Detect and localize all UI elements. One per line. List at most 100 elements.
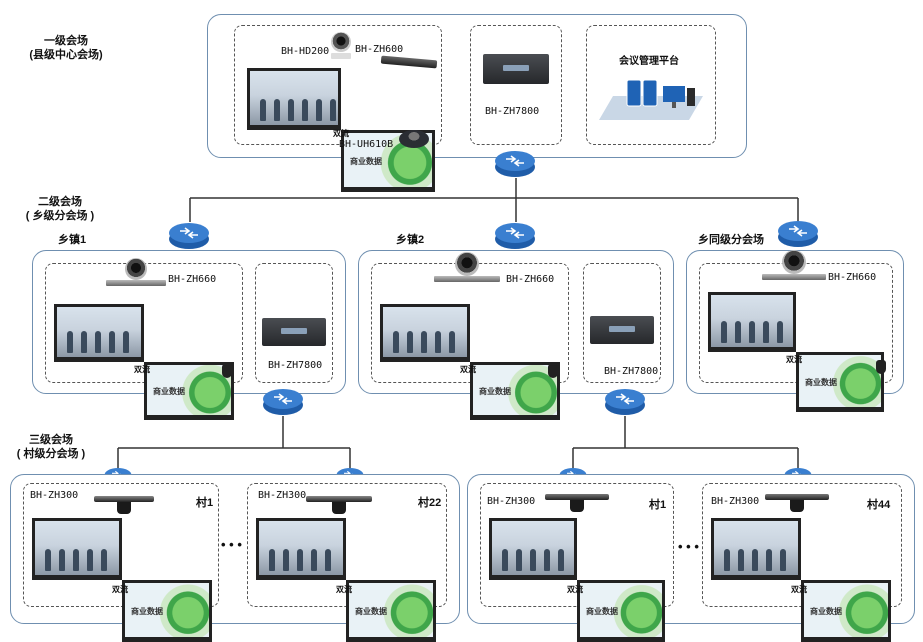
device-label-uh610b: BH-UH610B bbox=[339, 139, 394, 150]
screen-video bbox=[247, 68, 341, 130]
screen-data: 商业数据 bbox=[341, 130, 435, 192]
screen-data: 商业数据 bbox=[577, 580, 665, 642]
device-label-zh300: BH-ZH300 bbox=[711, 496, 760, 507]
screen-data: 商业数据 bbox=[144, 362, 234, 420]
tier-sub: ( 村级分会场 ) bbox=[16, 448, 86, 460]
device-label-zh300: BH-ZH300 bbox=[258, 490, 307, 501]
microphone-icon bbox=[548, 364, 558, 378]
town3-terminal-group: BH-ZH660 商业数据 双流 bbox=[699, 250, 893, 412]
dual-stream-caption: 双流 bbox=[460, 365, 476, 374]
screen-text: 商业数据 bbox=[810, 606, 842, 616]
village-region-left: BH-ZH300 村1 商业数据 双流 • • • BH-ZH300 村22 商… bbox=[10, 474, 460, 642]
router-central-icon bbox=[495, 151, 535, 177]
tier-name: 二级会场 bbox=[38, 196, 82, 208]
router-town1-icon bbox=[169, 223, 209, 249]
tier-label-level1: 一级会场 (县级中心会场) bbox=[20, 34, 112, 62]
screen-text: 商业数据 bbox=[805, 377, 837, 387]
device-label-zh7800: BH-ZH7800 bbox=[268, 360, 323, 371]
device-label-zh7800: BH-ZH7800 bbox=[604, 366, 659, 377]
camera-bar-icon bbox=[765, 494, 829, 512]
microphone-icon bbox=[222, 364, 232, 378]
screen-video bbox=[711, 518, 801, 580]
screen-video bbox=[256, 518, 346, 580]
screen-text: 商业数据 bbox=[479, 387, 511, 396]
screen-text: 商业数据 bbox=[153, 387, 185, 396]
camera-icon bbox=[434, 252, 500, 284]
camera-icon bbox=[106, 258, 166, 288]
dual-stream-caption: 双流 bbox=[336, 585, 352, 594]
screen-text: 商业数据 bbox=[355, 606, 387, 616]
camera-icon bbox=[762, 250, 826, 284]
camera-bar-icon bbox=[306, 496, 372, 514]
dual-stream-caption: 双流 bbox=[786, 355, 802, 364]
screen-video bbox=[54, 304, 144, 362]
tier-name: 三级会场 bbox=[29, 434, 73, 446]
device-label-zh660: BH-ZH660 bbox=[506, 274, 555, 285]
screen-text: 商业数据 bbox=[350, 156, 382, 166]
camera-bar-icon bbox=[94, 496, 154, 514]
town2-terminal-group: BH-ZH660 商业数据 双流 bbox=[371, 252, 569, 420]
mcu-chassis-icon bbox=[483, 54, 549, 84]
town3-site: BH-ZH660 商业数据 双流 bbox=[686, 250, 904, 412]
device-label-zh300: BH-ZH300 bbox=[487, 496, 536, 507]
dual-stream-caption: 双流 bbox=[791, 585, 807, 594]
device-label-zh600: BH-ZH600 bbox=[355, 44, 404, 55]
tier-sub: (县级中心会场) bbox=[29, 49, 103, 61]
screen-video bbox=[489, 518, 577, 580]
device-label-zh660: BH-ZH660 bbox=[168, 274, 217, 285]
central-site: BH-HD200 BH-ZH600 商业数据 双流 BH-UH610B BH-Z… bbox=[207, 14, 747, 192]
platform-title: 会议管理平台 bbox=[619, 56, 679, 67]
village-group-1: BH-ZH300 村1 商业数据 双流 bbox=[23, 483, 219, 642]
management-platform-group: 会议管理平台 bbox=[586, 25, 716, 145]
screen-data: 商业数据 bbox=[801, 580, 891, 642]
screen-data: 商业数据 bbox=[346, 580, 436, 642]
town1-site: BH-ZH660 商业数据 双流 BH-ZH7800 bbox=[32, 250, 346, 420]
screen-text: 商业数据 bbox=[131, 606, 163, 616]
tier-name: 一级会场 bbox=[44, 35, 88, 47]
screen-video bbox=[708, 292, 796, 352]
conference-phone-icon bbox=[399, 130, 429, 148]
device-label-zh7800: BH-ZH7800 bbox=[485, 106, 540, 117]
router-town3-icon bbox=[778, 221, 818, 247]
central-terminal-group: BH-HD200 BH-ZH600 商业数据 双流 BH-UH610B bbox=[234, 25, 442, 192]
village-group-1b: BH-ZH300 村1 商业数据 双流 bbox=[480, 483, 674, 642]
ellipsis: • • • bbox=[678, 539, 699, 554]
device-label-zh660: BH-ZH660 bbox=[828, 272, 877, 283]
tier-label-level3: 三级会场 ( 村级分会场 ) bbox=[6, 433, 96, 461]
dual-stream-caption: 双流 bbox=[333, 129, 349, 138]
village-name: 村1 bbox=[196, 497, 214, 509]
dual-stream-caption: 双流 bbox=[134, 365, 150, 374]
mcu-chassis-icon bbox=[590, 316, 654, 344]
device-label-hd200: BH-HD200 bbox=[281, 46, 330, 57]
screen-data: 商业数据 bbox=[796, 352, 884, 412]
screen-video bbox=[380, 304, 470, 362]
dual-stream-caption: 双流 bbox=[112, 585, 128, 594]
town2-mcu-group: BH-ZH7800 bbox=[583, 263, 661, 383]
camera-bar-icon bbox=[380, 55, 438, 69]
village-group-22: BH-ZH300 村22 商业数据 双流 bbox=[247, 483, 447, 642]
town1-terminal-group: BH-ZH660 商业数据 双流 bbox=[45, 258, 243, 420]
town2-site: BH-ZH660 商业数据 双流 BH-ZH7800 bbox=[358, 250, 674, 420]
town3-name: 乡同级分会场 bbox=[698, 234, 764, 246]
camera-icon bbox=[329, 32, 353, 60]
screen-text: 商业数据 bbox=[586, 606, 618, 616]
tier-sub: ( 乡级分会场 ) bbox=[25, 210, 95, 222]
town1-name: 乡镇1 bbox=[58, 234, 87, 246]
central-mcu-group: BH-ZH7800 bbox=[470, 25, 562, 145]
screen-video bbox=[32, 518, 122, 580]
router-town1-lower-icon bbox=[263, 389, 303, 415]
router-town2-icon bbox=[495, 223, 535, 249]
ellipsis: • • • bbox=[221, 537, 242, 552]
microphone-icon bbox=[876, 360, 886, 374]
router-town2-lower-icon bbox=[605, 389, 645, 415]
database-server-icon bbox=[599, 79, 703, 120]
tier-label-level2: 二级会场 ( 乡级分会场 ) bbox=[14, 195, 106, 223]
screen-data: 商业数据 bbox=[470, 362, 560, 420]
village-region-right: BH-ZH300 村1 商业数据 双流 • • • BH-ZH300 村44 商… bbox=[467, 474, 915, 642]
screen-data: 商业数据 bbox=[122, 580, 212, 642]
village-name: 村22 bbox=[418, 497, 442, 509]
village-name: 村44 bbox=[867, 499, 891, 511]
village-name: 村1 bbox=[649, 499, 667, 511]
town1-mcu-group: BH-ZH7800 bbox=[255, 263, 333, 383]
